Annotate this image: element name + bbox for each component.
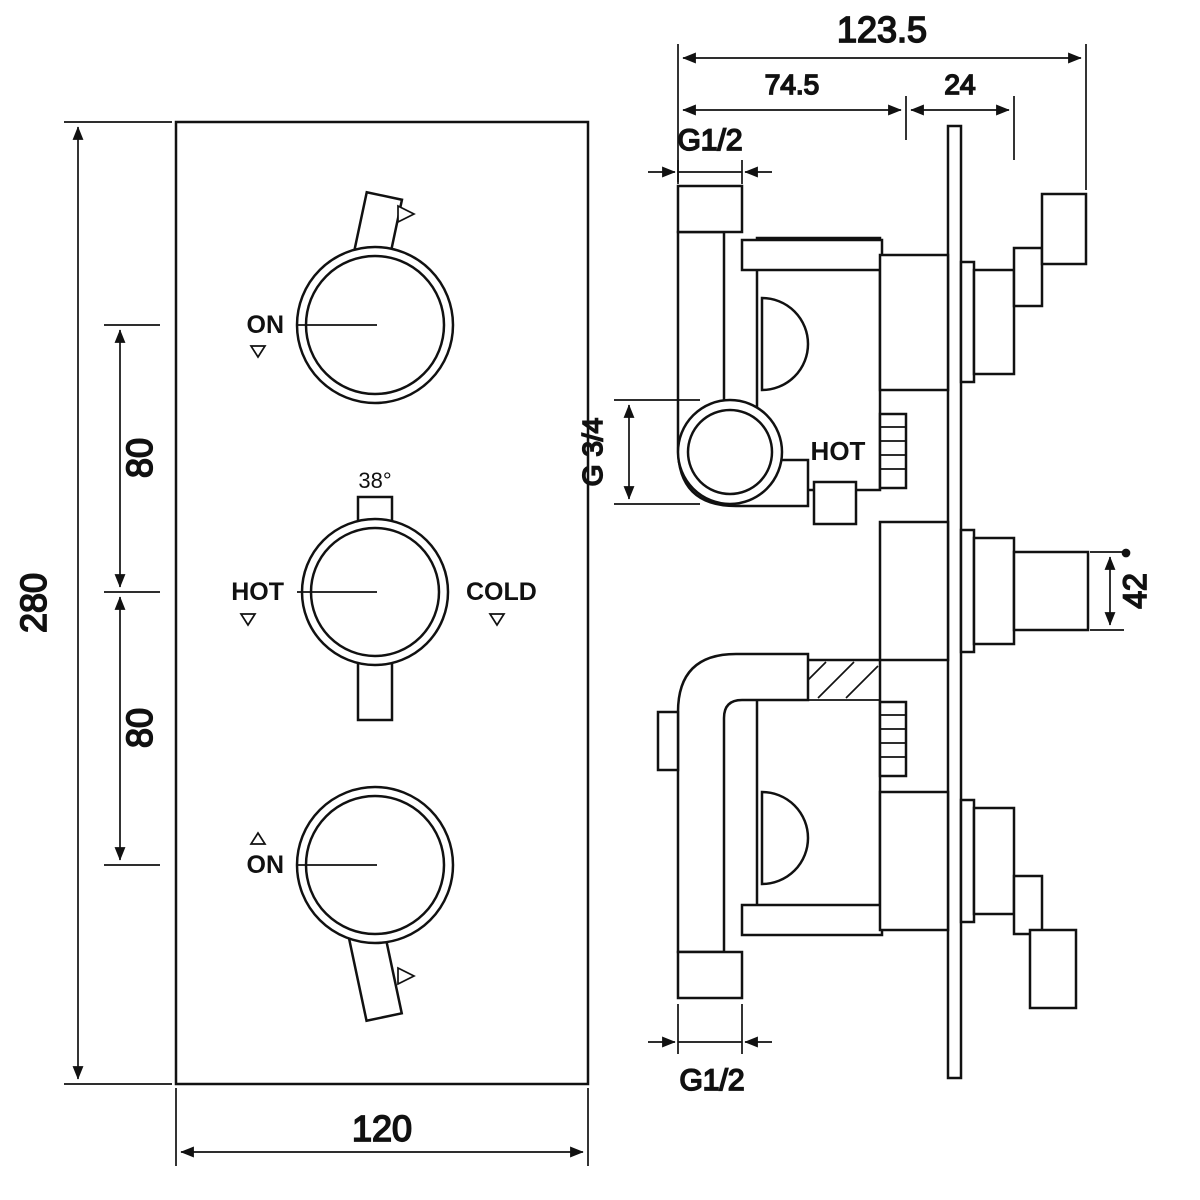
- dim-inlet-top: G1/2: [648, 123, 772, 184]
- side-view: HOT 123.5 74.5 24 G1/2: [576, 8, 1154, 1098]
- up-triangle-icon: [249, 831, 267, 845]
- g34-label: G 3/4: [577, 418, 608, 486]
- knob-top: ON: [247, 190, 455, 405]
- dim-120-label: 120: [352, 1108, 412, 1149]
- thread-block-top: [878, 412, 908, 490]
- dim-depth-split: 74.5 24: [682, 68, 1015, 160]
- cartridge-top: [878, 192, 1088, 392]
- g12-top-label: G1/2: [677, 124, 742, 157]
- handle-middle: [1012, 550, 1090, 632]
- front-view: ON 38° HOT COLD ON: [12, 120, 590, 1166]
- knob-bottom: ON: [247, 785, 455, 1023]
- on-bottom-label: ON: [247, 851, 285, 879]
- down-triangle-icon: [488, 613, 506, 627]
- temp-label: 38°: [358, 468, 391, 493]
- cartridge-middle: [878, 520, 1090, 662]
- cartridge-bottom: [878, 790, 1078, 1010]
- down-triangle-icon: [239, 613, 257, 627]
- dim-24-label: 24: [944, 69, 975, 100]
- dim-overall-depth: 123.5: [677, 8, 1087, 190]
- dim-outlet-mid: G 3/4: [576, 399, 700, 505]
- down-triangle-icon: [249, 345, 267, 359]
- left-tab: [656, 710, 680, 772]
- dim-inlet-bottom: G1/2: [648, 1004, 772, 1098]
- right-triangle-icon: [397, 966, 416, 986]
- dim-42-label: 42: [1117, 573, 1153, 609]
- knob-middle: 38° HOT COLD: [231, 468, 537, 722]
- inlet-stub-top: [676, 184, 744, 234]
- bottom-crossbar: [740, 903, 884, 937]
- dim-overall-width: 120: [175, 1088, 589, 1166]
- port-detail-top: [760, 296, 810, 392]
- dim-80-upper-label: 80: [119, 438, 160, 478]
- dot-mark: [1121, 548, 1131, 558]
- on-top-label: ON: [247, 311, 285, 339]
- inlet-stub-bottom: [676, 950, 744, 1000]
- dim-280-label: 280: [13, 573, 54, 633]
- dim-74-label: 74.5: [765, 69, 820, 100]
- dim-80-lower-label: 80: [119, 708, 160, 748]
- hot-port-label: HOT: [811, 436, 866, 466]
- g12-bottom-label: G1/2: [679, 1064, 744, 1097]
- thread-block-bottom: [878, 700, 908, 778]
- hot-label: HOT: [231, 578, 284, 606]
- dim-overall-height: 280: [12, 121, 172, 1085]
- handle-top: [1040, 192, 1088, 266]
- inlet-pipe-bottom: [676, 652, 810, 954]
- outlet-circle-inner: [686, 408, 774, 496]
- top-crossbar: [740, 238, 884, 272]
- wall-plate: [946, 124, 963, 1080]
- outlet-circle-outer: [676, 398, 784, 506]
- dim-knob-spacing: 80 80: [104, 324, 161, 866]
- port-detail-bottom: [760, 790, 810, 886]
- dim-123-label: 123.5: [837, 9, 927, 50]
- dim-handle-diameter: 42: [1090, 548, 1154, 631]
- body-connector: [812, 480, 858, 526]
- handle-bottom: [1028, 928, 1078, 1010]
- right-triangle-icon: [397, 204, 416, 224]
- cold-label: COLD: [466, 578, 537, 606]
